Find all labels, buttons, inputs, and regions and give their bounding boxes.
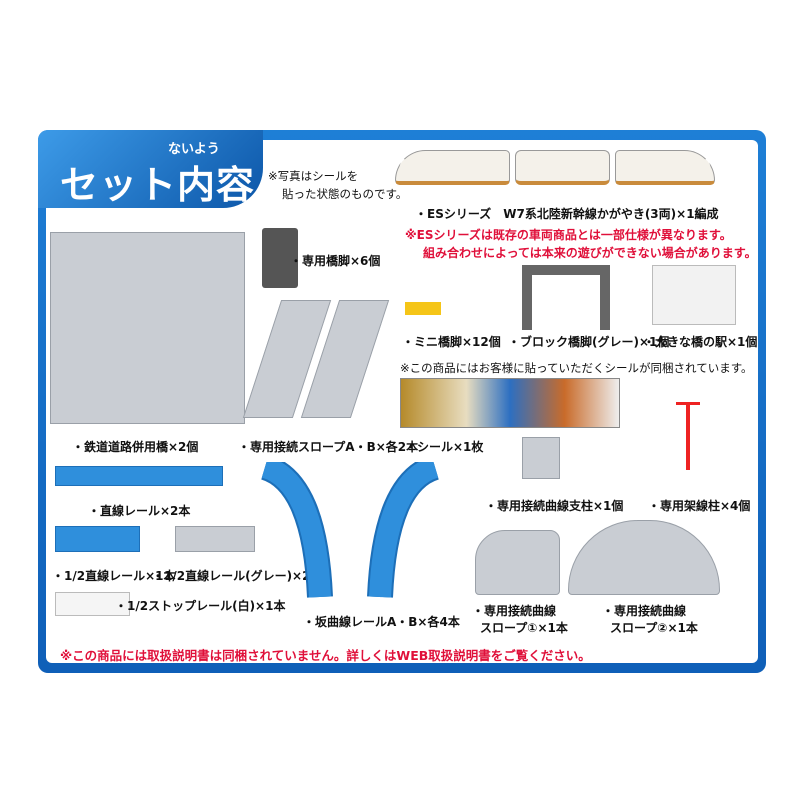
half-label: ・1/2直線レール×1本 [52, 569, 176, 583]
stop-rail-image [55, 592, 130, 616]
station-label: ・大きな橋の駅×1個 [643, 335, 758, 349]
curve-support-image [522, 437, 560, 479]
sticker-note: ※この商品にはお客様に貼っていただくシールが同梱されています。 [400, 361, 753, 375]
pier-label: ・専用橋脚×6個 [290, 254, 381, 268]
mini-pier-label: ・ミニ橋脚×12個 [402, 335, 501, 349]
train-note-1: ※ESシリーズは既存の車両商品とは一部仕様が異なります。 [405, 228, 732, 242]
sticker-sheet-image [400, 378, 620, 428]
title-tab: ないよう セット内容 [38, 130, 263, 208]
slope-curve-label: ・坂曲線レールA・B×各4本 [303, 615, 460, 629]
train-note-2: 組み合わせによっては本来の遊びができない場合があります。 [423, 246, 757, 260]
station-image [652, 265, 736, 325]
block-pier-label: ・ブロック橋脚(グレー)×1個 [508, 335, 670, 349]
straight-rail-image [55, 466, 223, 486]
slope1-label-2: スロープ①×1本 [480, 621, 568, 635]
slope1-image [475, 530, 560, 595]
straight-label: ・直線レール×2本 [88, 504, 191, 518]
slope2-label-2: スロープ②×1本 [610, 621, 698, 635]
photo-note-1: ※写真はシールを [268, 169, 359, 183]
half-rail-gray-image [175, 526, 255, 552]
sticker-label: ・シール×1枚 [405, 440, 484, 454]
block-pier-image [522, 265, 610, 330]
half-rail-image [55, 526, 140, 552]
pole-label: ・専用架線柱×4個 [648, 499, 751, 513]
slope-ab-label: ・専用接続スロープA・B×各2本 [238, 440, 419, 454]
photo-note-2: 貼った状態のものです。 [282, 187, 408, 201]
mini-pier-image [405, 302, 441, 315]
slope1-label-1: ・専用接続曲線 [472, 604, 557, 618]
half-gray-label: ・1/2直線レール(グレー)×2本 [152, 569, 323, 583]
bridge-label: ・鉄道道路併用橋×2個 [72, 440, 199, 454]
pole-image [686, 402, 690, 470]
slope-curve-rails-image [260, 462, 440, 598]
pole-arm [676, 402, 700, 405]
page-title: セット内容 [60, 163, 256, 207]
bridge-image [50, 232, 245, 424]
slope2-label-1: ・専用接続曲線 [602, 604, 687, 618]
train-image [395, 145, 715, 190]
curve-support-label: ・専用接続曲線支柱×1個 [485, 499, 624, 513]
title-ruby: ないよう [168, 142, 220, 157]
footer-note: ※この商品には取扱説明書は同梱されていません。詳しくはWEB取扱説明書をご覧くだ… [60, 648, 591, 663]
stop-label: ・1/2ストップレール(白)×1本 [115, 599, 286, 613]
pier-image [262, 228, 298, 288]
train-label: ・ESシリーズ W7系北陸新幹線かがやき(3両)×1編成 [415, 207, 719, 221]
